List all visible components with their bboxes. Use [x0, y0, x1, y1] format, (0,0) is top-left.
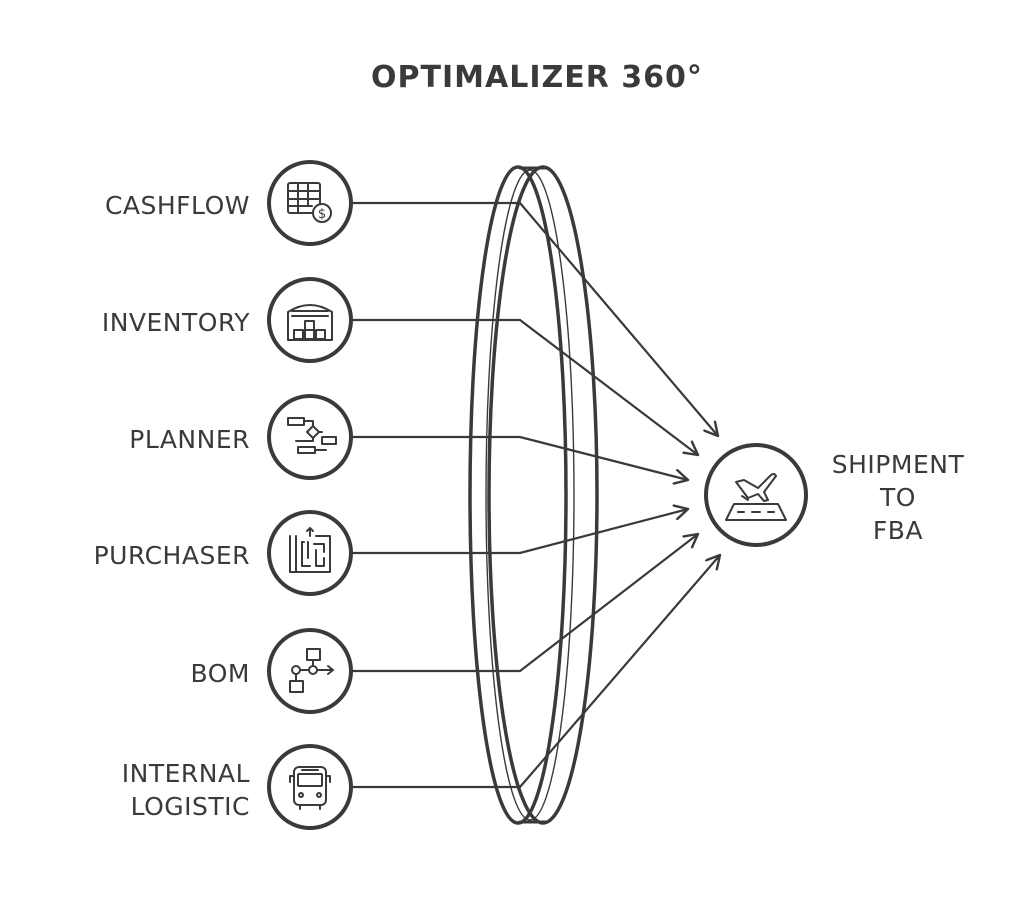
output-label-shipment: SHIPMENT TO FBA [818, 448, 978, 547]
input-label-planner: PLANNER [129, 423, 250, 456]
warehouse-boxes-icon [287, 304, 333, 341]
output-label-line: SHIPMENT [831, 450, 965, 479]
connector-purchaser [350, 509, 688, 555]
input-node-internal-logistic [267, 744, 353, 830]
input-label-line: PURCHASER [93, 541, 250, 570]
bus-icon [289, 766, 331, 810]
hierarchy-flow-icon [289, 648, 334, 693]
input-label-line: BOM [190, 659, 250, 688]
maze-icon [289, 527, 331, 573]
input-label-cashflow: CASHFLOW [105, 189, 250, 222]
input-node-bom [267, 628, 353, 714]
input-label-line: LOGISTIC [130, 792, 250, 821]
input-label-internal-logistic: INTERNAL LOGISTIC [122, 757, 250, 823]
input-label-line: CASHFLOW [104, 191, 250, 220]
input-node-inventory [267, 277, 353, 363]
input-node-purchaser [267, 510, 353, 596]
svg-text:$: $ [318, 207, 326, 222]
output-label-line: TO [880, 483, 916, 512]
input-label-line: PLANNER [129, 425, 250, 454]
connector-inventory [350, 318, 698, 455]
input-node-cashflow: $ [267, 160, 353, 246]
output-node-shipment [704, 443, 808, 547]
gantt-flow-icon [287, 417, 337, 454]
input-node-planner [267, 394, 353, 480]
input-label-purchaser: PURCHASER [94, 539, 250, 572]
output-label-line: FBA [872, 516, 924, 545]
input-label-line: INTERNAL [121, 759, 250, 788]
connector-planner [350, 435, 688, 480]
input-label-line: INVENTORY [101, 308, 250, 337]
airplane-runway-icon [725, 473, 787, 521]
spreadsheet-dollar-icon: $ [287, 182, 332, 223]
input-label-inventory: INVENTORY [102, 306, 250, 339]
diagram-title: OPTIMALIZER 360° [371, 60, 703, 95]
input-label-bom: BOM [191, 657, 250, 690]
lens-shape [468, 165, 599, 825]
connector-lines [350, 201, 720, 789]
connector-bom [350, 534, 698, 673]
